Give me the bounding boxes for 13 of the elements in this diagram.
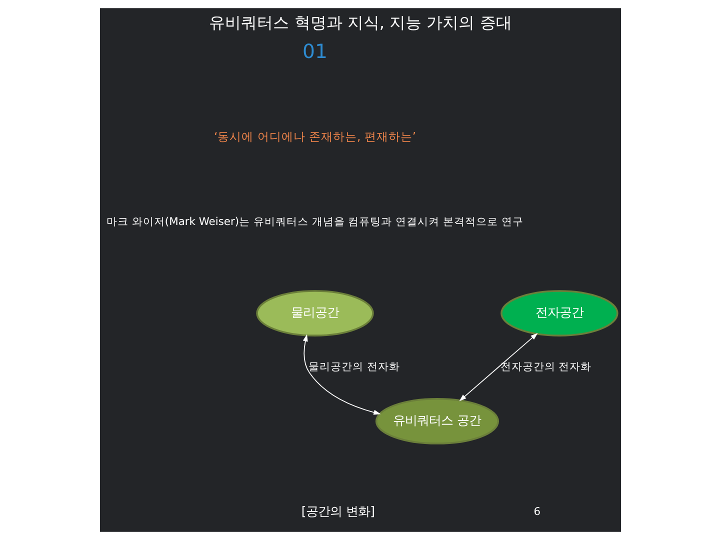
diagram-title: 유비쿼터스 혁명과 지식, 지능 가치의 증대 <box>208 13 512 32</box>
arrow <box>302 334 380 415</box>
edge-label: 물리공간의 전자화 <box>308 360 400 374</box>
label: ‘동시에 어디에나 존재하는, 편재하는’ <box>213 130 416 144</box>
arrow <box>458 333 538 402</box>
label: 6 <box>533 504 540 518</box>
node-ellipse: 물리공간 <box>256 290 374 336</box>
label: [공간의 변화] <box>300 504 375 519</box>
label: 마크 와이저(Mark Weiser)는 유비쿼터스 개념을 컴퓨팅과 연결시켜 본격적으로 연구 <box>106 215 523 228</box>
edge-label: 전자공간의 전자화 <box>500 360 592 374</box>
node-ellipse: 유비쿼터스 공간 <box>374 398 499 444</box>
label: 01 <box>302 40 327 63</box>
node-ellipse: 전자공간 <box>500 290 618 336</box>
